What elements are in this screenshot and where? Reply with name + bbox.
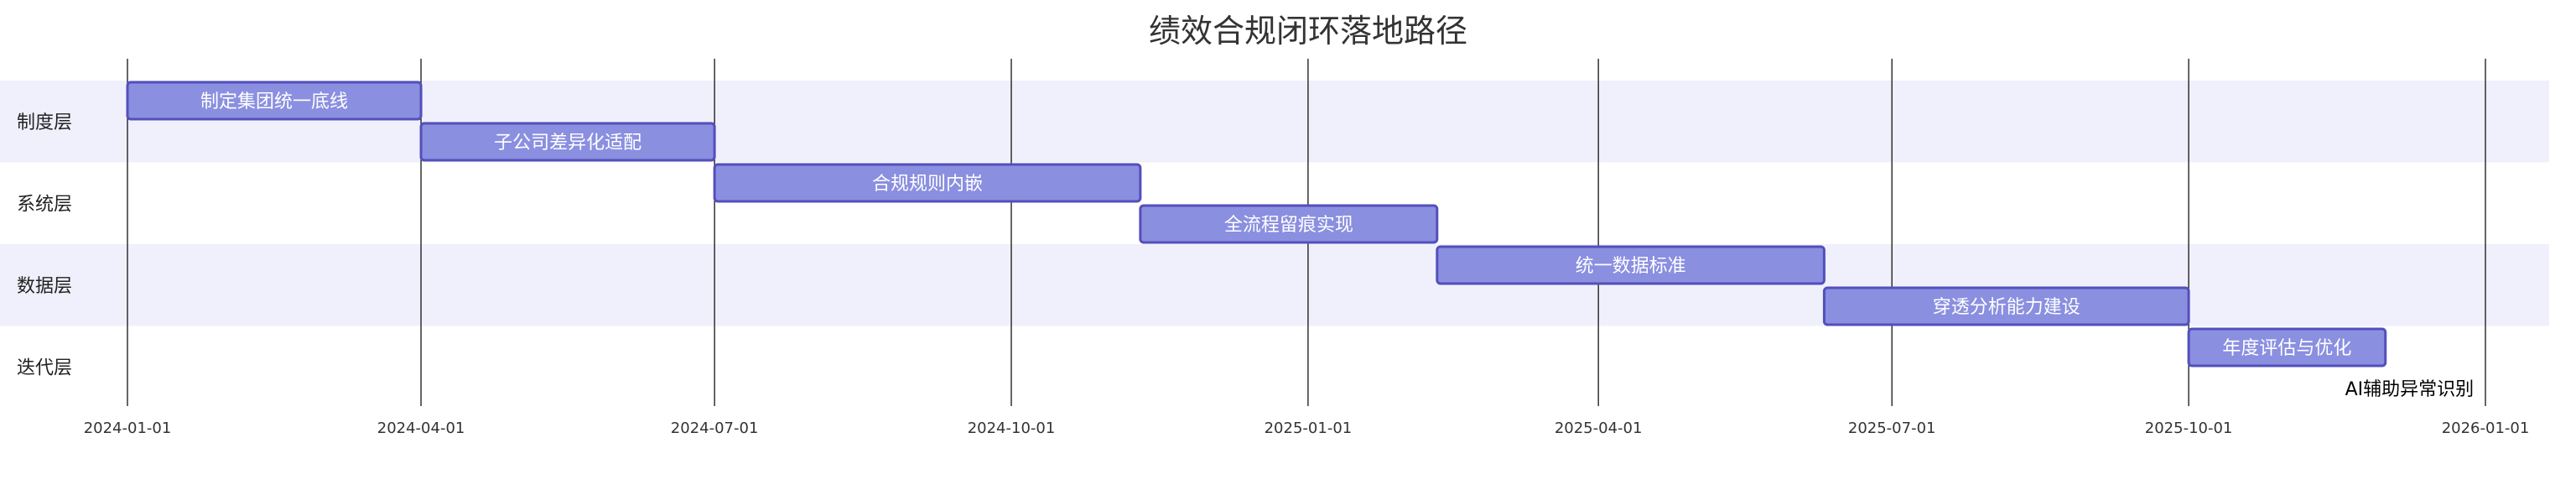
task-label: 全流程留痕实现 — [1224, 215, 1353, 236]
task-bar — [1822, 286, 2190, 326]
tick-label: 2025-04-01 — [1555, 420, 1643, 437]
section-label: 迭代层 — [17, 357, 72, 378]
task-label: 制定集团统一底线 — [200, 91, 348, 112]
task-label: AI辅助异常识别 — [2345, 379, 2475, 400]
task-label: 年度评估与优化 — [2222, 338, 2351, 359]
task-bar — [419, 122, 716, 162]
tick-label: 2025-01-01 — [1265, 420, 1353, 437]
chart-title: 绩效合规闭环落地路径 — [1149, 13, 1467, 50]
x-axis-ticks: 2024-01-01 2024-04-01 2024-07-01 2024-10-01… — [84, 420, 2530, 437]
task-bar — [713, 163, 1142, 203]
tick-label: 2024-04-01 — [377, 420, 465, 437]
section-bands — [0, 81, 2549, 408]
task-label: 子公司差异化适配 — [494, 133, 641, 154]
task-bar — [2187, 327, 2387, 368]
section-label: 数据层 — [17, 276, 72, 297]
task-label: 穿透分析能力建设 — [1933, 297, 2080, 318]
tick-label: 2026-01-01 — [2442, 420, 2530, 437]
section-band — [0, 326, 2549, 408]
task-label: 合规规则内嵌 — [872, 174, 983, 195]
task-bar — [1139, 204, 1439, 244]
tick-label: 2025-10-01 — [2145, 420, 2233, 437]
tick-label: 2024-07-01 — [671, 420, 759, 437]
task-bar — [1436, 245, 1826, 285]
task-label: 统一数据标准 — [1576, 256, 1686, 277]
tick-label: 2024-10-01 — [968, 420, 1056, 437]
tick-label: 2025-07-01 — [1848, 420, 1936, 437]
tick-label: 2024-01-01 — [84, 420, 172, 437]
task-bar — [126, 81, 423, 121]
section-label: 系统层 — [17, 194, 72, 215]
task-bars: 制定集团统一底线子公司差异化适配合规规则内嵌全流程留痕实现统一数据标准穿透分析能… — [126, 81, 2475, 400]
section-label: 制度层 — [17, 112, 72, 133]
